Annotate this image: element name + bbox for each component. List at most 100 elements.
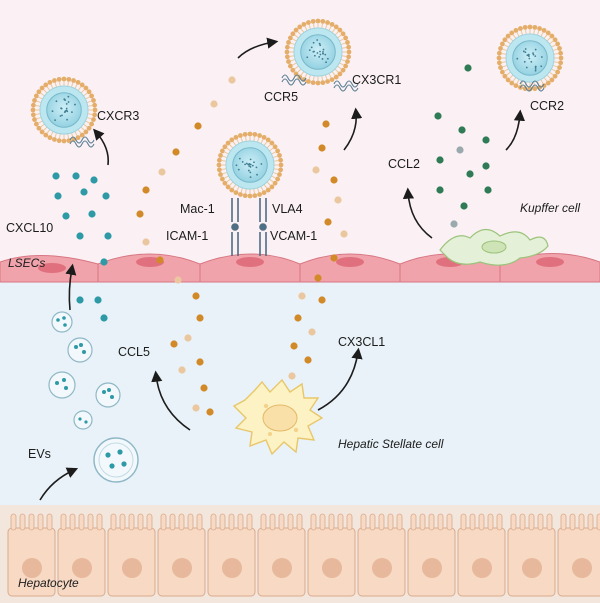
microvillus [461, 514, 466, 530]
microvillus [397, 514, 402, 530]
microvillus [479, 514, 484, 530]
chemokine-dot [174, 276, 181, 283]
hepatocyte-nucleus [422, 558, 442, 578]
microvillus [20, 514, 25, 530]
label-kupffer: Kupffer cell [520, 201, 580, 215]
microvillus [379, 514, 384, 530]
chemokine-dot [80, 188, 87, 195]
chemokine-dot [100, 314, 107, 321]
microvillus [38, 514, 43, 530]
label-lsecs: LSECs [8, 256, 45, 270]
microvillus [229, 514, 234, 530]
hepatocyte-nucleus [22, 558, 42, 578]
chemokine-dot [318, 144, 325, 151]
microvillus [220, 514, 225, 530]
microvillus [129, 514, 134, 530]
chemokine-dot [228, 76, 235, 83]
microvillus [520, 514, 525, 530]
microvillus [61, 514, 66, 530]
microvillus [361, 514, 366, 530]
label-stellate: Hepatic Stellate cell [338, 437, 444, 451]
microvillus [588, 514, 593, 530]
microvillus [88, 514, 93, 530]
hepatocyte-nucleus [72, 558, 92, 578]
lsec-nucleus [536, 257, 564, 267]
chemokine-dot [466, 170, 473, 177]
microvillus [147, 514, 152, 530]
microvillus [29, 514, 34, 530]
label-cxcl10: CXCL10 [6, 221, 53, 235]
hepatocyte-nucleus [272, 558, 292, 578]
label-cx3cl1: CX3CL1 [338, 335, 385, 349]
chemokine-dot [142, 186, 149, 193]
chemokine-dot [330, 254, 337, 261]
hepatocyte-nucleus [572, 558, 592, 578]
microvillus [429, 514, 434, 530]
microvillus [197, 514, 202, 530]
label-vcam1: VCAM-1 [270, 229, 317, 243]
chemokine-dot [464, 64, 471, 71]
microvillus [170, 514, 175, 530]
chemokine-dot [288, 372, 295, 379]
chemokine-dot [100, 258, 107, 265]
chemokine-dot [298, 292, 305, 299]
microvillus [347, 514, 352, 530]
microvillus [411, 514, 416, 530]
chemokine-dot [436, 156, 443, 163]
microvillus [247, 514, 252, 530]
chemokine-dot [196, 314, 203, 321]
chemokine-dot [72, 172, 79, 179]
microvillus [370, 514, 375, 530]
hepatocyte-nucleus [122, 558, 142, 578]
chemokine-dot [184, 334, 191, 341]
hepatocyte-nucleus [522, 558, 542, 578]
microvillus [320, 514, 325, 530]
microvillus [547, 514, 552, 530]
label-cxcr3: CXCR3 [97, 109, 139, 123]
chemokine-dot [484, 186, 491, 193]
chemokine-dot [458, 126, 465, 133]
microvillus [470, 514, 475, 530]
hepatocyte-nucleus [472, 558, 492, 578]
chemokine-dot [330, 176, 337, 183]
microvillus [270, 514, 275, 530]
chemokine-dot [142, 238, 149, 245]
chemokine-dot [52, 172, 59, 179]
chemokine-dot [308, 328, 315, 335]
label-mac1: Mac-1 [180, 202, 215, 216]
microvillus [488, 514, 493, 530]
label-hepatocyte: Hepatocyte [18, 576, 79, 590]
chemokine-dot [200, 384, 207, 391]
chemokine-dot [482, 162, 489, 169]
microvillus [338, 514, 343, 530]
lymphocyte-adhesion [217, 132, 284, 199]
microvillus [279, 514, 284, 530]
label-icam1: ICAM-1 [166, 229, 208, 243]
label-vla4: VLA4 [272, 202, 303, 216]
microvillus [570, 514, 575, 530]
chemokine-dot [340, 230, 347, 237]
lymphocyte-ccr2 [497, 25, 564, 92]
chemokine-dot [178, 366, 185, 373]
microvillus [161, 514, 166, 530]
microvillus [211, 514, 216, 530]
chemokine-dot [172, 148, 179, 155]
chemokine-dot [76, 232, 83, 239]
label-ccr2: CCR2 [530, 99, 564, 113]
chemokine-dot [194, 122, 201, 129]
label-ccl2: CCL2 [388, 157, 420, 171]
hepatocyte-nucleus [172, 558, 192, 578]
microvillus [111, 514, 116, 530]
chemokine-dot [206, 408, 213, 415]
microvillus [420, 514, 425, 530]
microvillus [388, 514, 393, 530]
microvillus [497, 514, 502, 530]
chemokine-dot [322, 120, 329, 127]
chemokine-dot [304, 356, 311, 363]
chemokine-dot [456, 146, 463, 153]
label-cx3cr1: CX3CR1 [352, 73, 401, 87]
microvillus [447, 514, 452, 530]
microvillus [311, 514, 316, 530]
chemokine-dot [62, 212, 69, 219]
